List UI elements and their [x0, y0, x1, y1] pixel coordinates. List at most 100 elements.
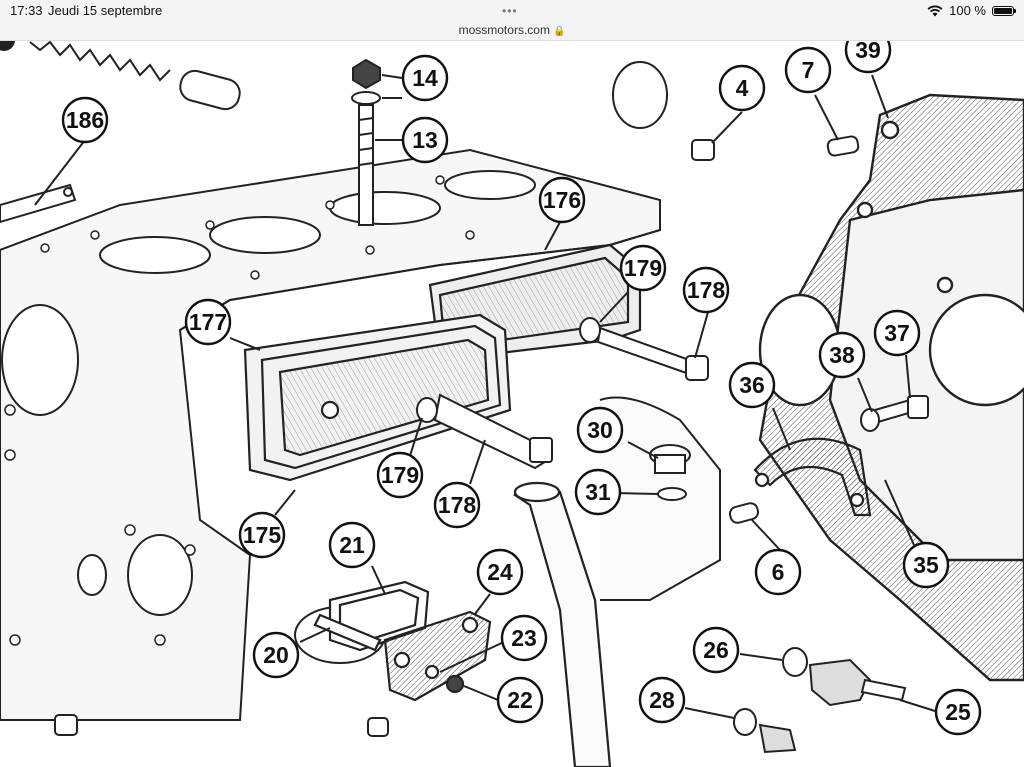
callout-30: 30 — [576, 406, 624, 454]
callout-circle — [252, 631, 300, 679]
address-bar[interactable]: ••• mossmotors.com🔒 — [0, 4, 1024, 41]
tab-grabber-icon[interactable]: ••• — [502, 4, 518, 18]
callout-number: 22 — [507, 687, 533, 713]
callout-number: 24 — [487, 559, 513, 585]
callout-number: 28 — [649, 687, 675, 713]
bolt-178-lower — [416, 393, 553, 470]
callout-number: 7 — [802, 57, 815, 83]
callout-28: 28 — [638, 676, 686, 724]
callout-layer: 186 14 13 4 7 39 176 179 178 177 30 36 38 37 179 178 31 1… — [61, 41, 982, 736]
callout-4: 4 — [718, 64, 766, 112]
callout-number: 23 — [511, 625, 537, 651]
parts-diagram: 186 14 13 4 7 39 176 179 178 177 30 36 38 37 179 178 31 1… — [0, 41, 1024, 767]
sealing-bracket — [753, 437, 872, 517]
callout-circle — [682, 266, 730, 314]
callout-circle — [376, 451, 424, 499]
callout-39: 39 — [844, 41, 892, 74]
callout-number: 30 — [587, 417, 613, 443]
callout-circle — [873, 309, 921, 357]
callout-number: 35 — [913, 552, 939, 578]
callout-25: 25 — [934, 688, 982, 736]
callout-24: 24 — [476, 548, 524, 596]
callout-circle — [401, 116, 449, 164]
callout-number: 178 — [438, 492, 477, 518]
callout-circle — [619, 244, 667, 292]
callout-number: 14 — [412, 65, 438, 91]
callout-circle — [574, 468, 622, 516]
callout-circle — [902, 541, 950, 589]
callout-177: 177 — [184, 298, 232, 346]
callout-number: 21 — [339, 532, 365, 558]
callout-178: 178 — [682, 266, 730, 314]
callout-number: 39 — [855, 41, 881, 63]
callout-circle — [754, 548, 802, 596]
callout-26: 26 — [692, 626, 740, 674]
status-right: 100 % — [927, 0, 1016, 22]
battery-fill — [994, 8, 1012, 14]
callout-number: 4 — [736, 75, 749, 101]
small-parts-top — [612, 61, 860, 161]
callout-circle — [728, 361, 776, 409]
url-text: mossmotors.com — [458, 23, 550, 37]
callout-number: 20 — [263, 642, 289, 668]
callout-circle — [576, 406, 624, 454]
callout-179: 179 — [619, 244, 667, 292]
oil-switch-parts — [733, 647, 907, 754]
status-time: 17:33 — [10, 3, 43, 18]
callout-number: 179 — [624, 255, 662, 281]
rod-part — [0, 183, 77, 224]
callout-circle — [476, 548, 524, 596]
callout-179: 179 — [376, 451, 424, 499]
callout-178: 178 — [433, 481, 481, 529]
callout-36: 36 — [728, 361, 776, 409]
callout-number: 31 — [585, 479, 611, 505]
filler-cap — [649, 444, 691, 501]
battery-percent: 100 % — [949, 3, 986, 18]
callout-35: 35 — [902, 541, 950, 589]
status-bar: 17:33 Jeudi 15 septembre 100 % — [0, 0, 1024, 22]
small-parts-bottom — [54, 714, 389, 737]
callout-number: 179 — [381, 462, 419, 488]
callout-number: 37 — [884, 320, 910, 346]
engine-backplate — [758, 93, 1024, 682]
callout-175: 175 — [238, 511, 286, 559]
wifi-icon — [927, 5, 943, 17]
callout-circle — [328, 521, 376, 569]
callout-circle — [692, 626, 740, 674]
url-display[interactable]: mossmotors.com🔒 — [0, 22, 1024, 40]
leader-lines — [34, 74, 936, 719]
callout-circle — [184, 298, 232, 346]
callout-13: 13 — [401, 116, 449, 164]
callout-number: 38 — [829, 342, 855, 368]
callout-circle — [61, 96, 109, 144]
callout-number: 26 — [703, 637, 729, 663]
stud-and-nut — [351, 58, 381, 226]
callout-number: 36 — [739, 372, 765, 398]
callout-14: 14 — [401, 54, 449, 102]
callout-number: 13 — [412, 127, 438, 153]
callout-21: 21 — [328, 521, 376, 569]
callout-circle — [401, 54, 449, 102]
callout-circle — [818, 331, 866, 379]
callout-circle — [538, 176, 586, 224]
cover-plates — [313, 580, 492, 702]
callout-circle — [238, 511, 286, 559]
side-cover-front — [243, 313, 512, 482]
callout-186: 186 — [61, 96, 109, 144]
callout-number: 25 — [945, 699, 971, 725]
callout-number: 177 — [189, 309, 227, 335]
bolt-178-upper — [579, 317, 709, 381]
callout-number: 175 — [243, 522, 282, 548]
callout-23: 23 — [500, 614, 548, 662]
block-bolt-holes — [4, 175, 565, 646]
battery-icon — [992, 6, 1016, 16]
callout-circle — [433, 481, 481, 529]
callout-circle — [638, 676, 686, 724]
callout-circle — [934, 688, 982, 736]
lock-icon: 🔒 — [552, 26, 566, 37]
callout-number: 178 — [687, 277, 726, 303]
status-date: Jeudi 15 septembre — [48, 3, 163, 18]
dowel-6 — [728, 502, 760, 524]
callout-circle — [500, 614, 548, 662]
callout-number: 176 — [543, 187, 581, 213]
